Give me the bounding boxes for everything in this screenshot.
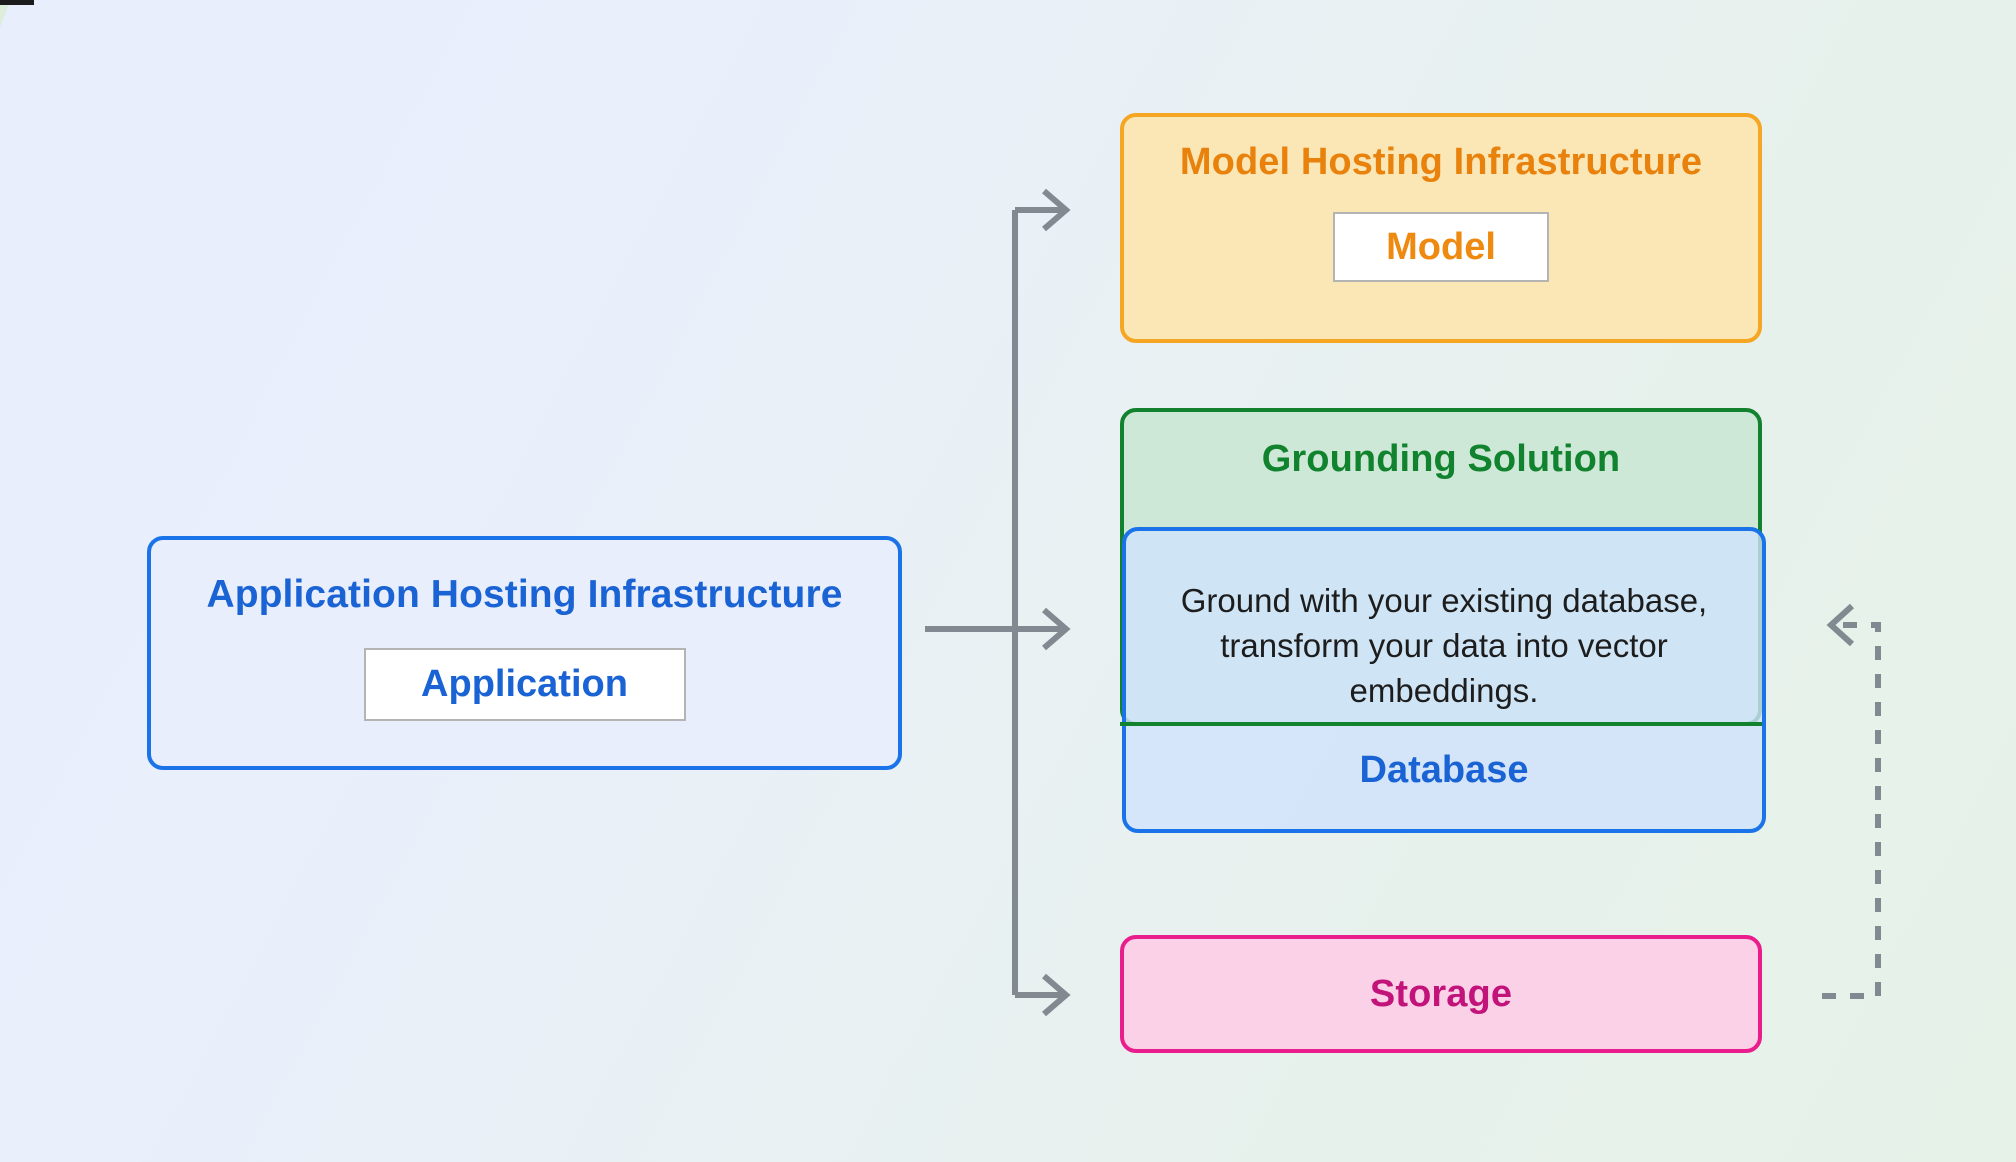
arrowhead-model-icon [1042, 188, 1071, 232]
corner-artifact [0, 0, 34, 5]
storage-node[interactable]: Storage [1120, 935, 1762, 1053]
arrowhead-grounding-icon [1042, 607, 1071, 651]
database-title: Database [1359, 749, 1529, 791]
model-chip[interactable]: Model [1333, 212, 1549, 282]
grounding-solution-bottom-edge [1120, 722, 1762, 726]
application-chip[interactable]: Application [363, 648, 686, 721]
database-body-text: Ground with your existing database, tran… [1180, 582, 1708, 709]
arrowhead-storage-icon [1042, 973, 1071, 1017]
arrowhead-database-return-icon [1826, 603, 1855, 647]
storage-title: Storage [1369, 972, 1513, 1015]
corner-wedge-artifact [0, 5, 9, 27]
application-hosting-title: Application Hosting Infrastructure [206, 573, 843, 616]
model-hosting-title: Model Hosting Infrastructure [1179, 141, 1703, 183]
connector-storage-to-database [1822, 622, 1881, 999]
grounding-solution-title: Grounding Solution [1261, 438, 1621, 480]
model-hosting-node[interactable]: Model Hosting Infrastructure Model [1120, 113, 1762, 343]
application-hosting-node[interactable]: Application Hosting Infrastructure Appli… [147, 536, 902, 770]
database-node[interactable]: Ground with your existing database, tran… [1122, 527, 1766, 833]
